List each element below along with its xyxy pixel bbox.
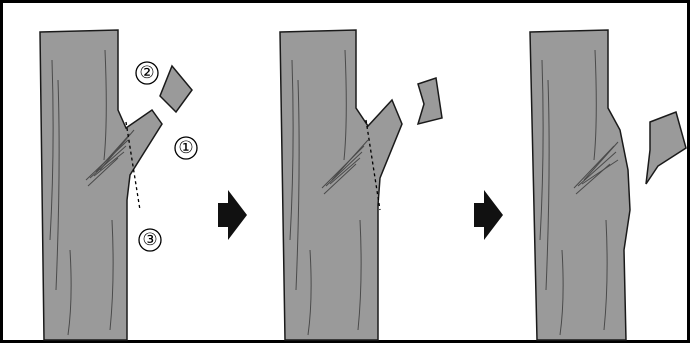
bark-texture-2 — [289, 49, 369, 336]
panel-1-three-cuts: ② ① ③ — [39, 29, 198, 341]
panel-3-stub-removed — [529, 29, 687, 341]
svg-text:②: ② — [139, 63, 154, 83]
arrow-1 — [218, 190, 247, 240]
panel-2-branch-removed — [279, 29, 443, 341]
cut-piece-2 — [159, 64, 193, 114]
cut-line-3 — [125, 121, 141, 211]
arrow-2 — [474, 190, 503, 240]
label-second-cut: ② — [135, 61, 159, 85]
bark-texture — [49, 49, 135, 336]
svg-text:①: ① — [178, 138, 193, 158]
svg-text:③: ③ — [142, 230, 157, 250]
removed-branch-piece — [416, 77, 443, 126]
label-third-cut: ③ — [138, 228, 162, 252]
bark-texture-3 — [539, 49, 619, 336]
removed-stub-piece — [645, 111, 687, 185]
label-first-cut: ① — [174, 136, 198, 160]
trunk-with-stub — [279, 29, 403, 341]
trunk-clean-cut — [529, 29, 631, 341]
